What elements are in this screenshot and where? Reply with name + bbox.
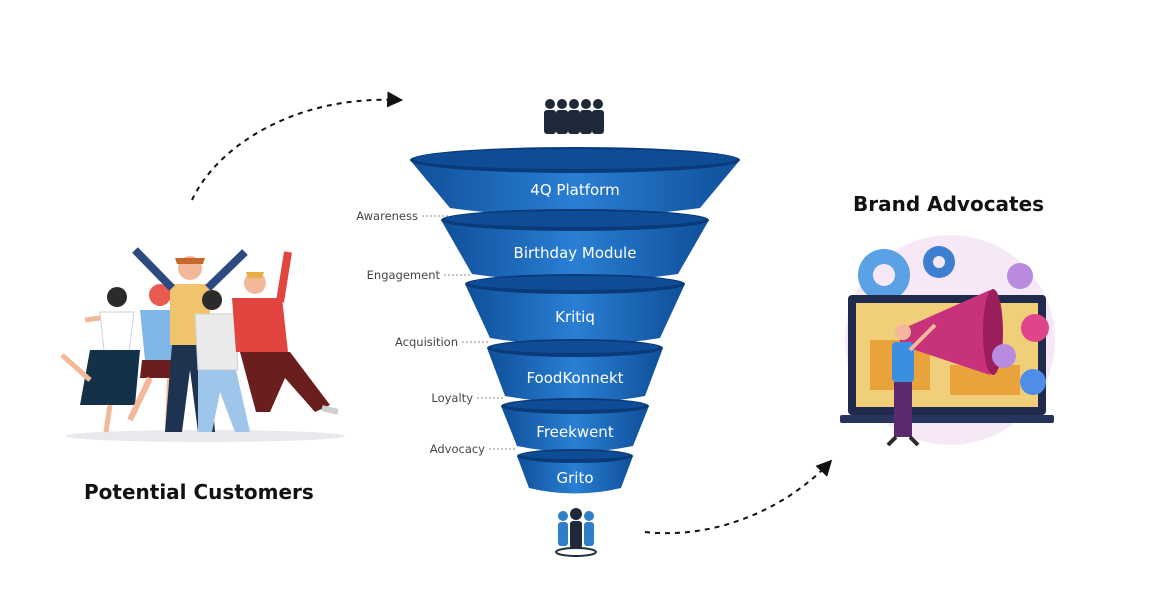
funnel-tier-rim-inner	[469, 276, 681, 290]
cheering-people-illustration	[60, 247, 345, 442]
funnel-tier-rim-inner	[491, 341, 659, 353]
funnel-tier-body	[410, 160, 740, 217]
funnel-tier-body	[501, 406, 649, 452]
funnel-tier-body	[517, 456, 633, 494]
stage-label: Acquisition	[395, 335, 458, 349]
funnel-tier-label: Birthday Module	[514, 244, 637, 262]
funnel-tier-rim-inner	[414, 149, 736, 169]
funnel-tier-label: Grito	[556, 469, 593, 487]
stage-label: Awareness	[356, 209, 418, 223]
stage-label: Loyalty	[431, 391, 473, 405]
stage-label: Advocacy	[430, 442, 485, 456]
arrow-to-advocates	[644, 459, 833, 535]
funnel-tier: 4Q Platform	[410, 147, 740, 217]
funnel-tier: Birthday Module	[441, 209, 709, 282]
funnel-tier-body	[465, 284, 685, 345]
funnel-tier-label: Freekwent	[536, 423, 614, 441]
funnel-tier-rim-inner	[521, 451, 629, 459]
funnel-tier-body	[487, 348, 663, 403]
funnel-tier-label: FoodKonnekt	[526, 369, 623, 387]
funnel-tier-body	[441, 220, 709, 282]
funnel-tier: FoodKonnekt	[487, 339, 663, 403]
funnel-tier: Grito	[517, 449, 633, 494]
funnel-tier-label: Kritiq	[555, 308, 595, 326]
stage-labels: AwarenessEngagementAcquisitionLoyaltyAdv…	[356, 209, 515, 456]
brand-advocates-label: Brand Advocates	[853, 192, 1045, 216]
potential-customers-label: Potential Customers	[84, 480, 314, 504]
funnel-tier-label: 4Q Platform	[530, 181, 619, 199]
funnel-tier-rim-inner	[445, 211, 705, 227]
group-of-people-icon	[544, 99, 604, 134]
stage-label: Engagement	[367, 268, 441, 282]
arrow-to-funnel	[191, 91, 404, 201]
megaphone-marketing-illustration	[840, 235, 1055, 447]
funnel-tier: Freekwent	[501, 398, 649, 452]
team-icon	[555, 508, 597, 557]
funnel-tier-rim-inner	[505, 400, 645, 410]
funnel-tier: Kritiq	[465, 274, 685, 345]
